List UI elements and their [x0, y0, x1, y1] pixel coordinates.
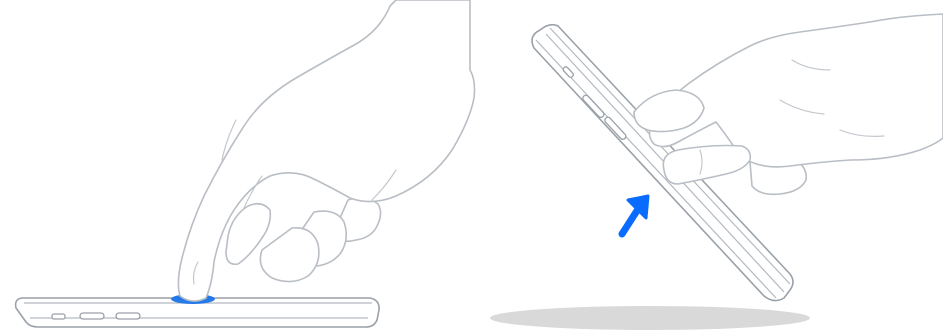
volume-down-button	[116, 313, 140, 319]
tap-panel	[16, 0, 475, 327]
raise-arrow-icon	[622, 196, 648, 234]
phone-shadow	[490, 306, 810, 330]
gripping-hand	[634, 14, 943, 194]
pointing-hand	[178, 0, 474, 301]
raise-panel	[490, 14, 943, 330]
mute-switch	[52, 314, 65, 319]
volume-up-button	[80, 313, 104, 319]
